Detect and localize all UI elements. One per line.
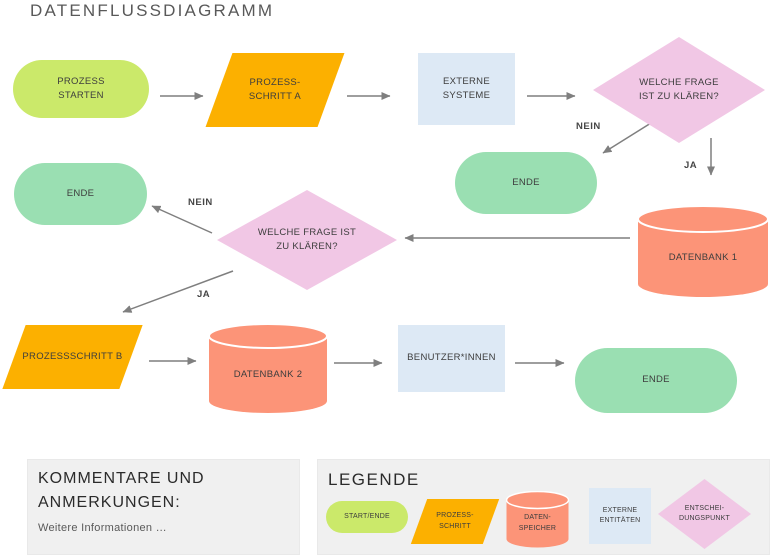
node-label: DATENBANK 2 (233, 369, 303, 381)
legend-label: PROZESS- (436, 512, 474, 520)
node-label: PROZESSSCHRITT B (22, 350, 123, 362)
legend-label: DATEN- (524, 514, 551, 522)
node-label: BENUTZER*INNEN (407, 352, 496, 364)
legend-label: EXTERNE (602, 506, 638, 514)
edge-label-ja-1: JA (684, 160, 698, 171)
flow-canvas: PROZESS STARTEN PROZESS- SCHRITT A EXTER… (2, 37, 769, 414)
node-label: IST ZU KLÄREN? (638, 91, 720, 102)
node-label: WELCHE FRAGE IST (257, 226, 357, 238)
flow-node-prozessschritt-b[interactable]: PROZESSSCHRITT B (2, 325, 143, 389)
edge-label-ja-2: JA (197, 289, 211, 300)
legend-item-entscheidungspunkt[interactable]: ENTSCHEI- DUNGSPUNKT (658, 479, 751, 549)
legend-label: START/ENDE (344, 512, 390, 520)
cylinder-shape (506, 491, 569, 548)
arrow-decision1-nein (602, 122, 652, 154)
node-label: EXTERNE SYSTEME (442, 75, 491, 101)
node-label: STARTEN (58, 90, 104, 101)
node-label: WELCHE FRAGE (639, 76, 719, 88)
legend-label: DUNGSPUNKT (678, 515, 730, 522)
flow-node-datenbank-1[interactable]: DATENBANK 1 (637, 205, 769, 298)
legend-item-datenspeicher[interactable]: DATEN- SPEICHER (506, 491, 569, 548)
arrow-decision2-nein (151, 205, 213, 234)
flow-arrows (122, 92, 715, 367)
comments-heading: KOMMENTARE UND ANMERKUNGEN: (38, 470, 205, 511)
edge-label-nein-2: NEIN (188, 197, 213, 208)
node-label: SCHRITT A (248, 91, 302, 102)
arrow-decision2-ja (122, 270, 234, 313)
flow-node-ende-left[interactable]: ENDE (14, 163, 147, 225)
flow-node-prozessschritt-a[interactable]: PROZESS- SCHRITT A (205, 53, 345, 127)
comments-panel: KOMMENTARE UND ANMERKUNGEN: Weitere Info… (27, 459, 300, 555)
flow-node-prozess-starten[interactable]: PROZESS STARTEN (13, 60, 149, 118)
node-label: ENDE (66, 187, 95, 199)
node-label: PROZESS- (249, 76, 301, 88)
cylinder-shape (208, 323, 328, 413)
legend-panel: LEGENDE START/ENDE PROZESS- SCHRITT DATE… (317, 459, 770, 555)
cylinder-shape (637, 205, 769, 297)
legend-heading: LEGENDE (328, 470, 420, 489)
legend-label: SCHRITT (439, 522, 471, 530)
legend-item-externe-entitaeten[interactable]: EXTERNE ENTITÄTEN (589, 488, 651, 544)
node-label: ENDE (512, 176, 540, 188)
flow-node-datenbank-2[interactable]: DATENBANK 2 (208, 323, 328, 414)
page-title: DATENFLUSSDIAGRAMM (30, 1, 275, 20)
node-label: DATENBANK 1 (668, 252, 738, 264)
legend-item-prozessschritt[interactable]: PROZESS- SCHRITT (410, 499, 500, 544)
comments-body: Weitere Informationen … (38, 522, 167, 534)
legend-label: ENTITÄTEN (599, 517, 641, 524)
edge-label-nein-1: NEIN (576, 121, 601, 132)
node-label: PROZESS (57, 75, 105, 87)
legend-item-start-ende[interactable]: START/ENDE (326, 501, 408, 533)
flow-node-externe-systeme[interactable]: EXTERNE SYSTEME (418, 53, 515, 125)
legend-label: ENTSCHEI- (684, 504, 725, 512)
node-label: ZU KLÄREN? (276, 241, 338, 252)
node-label: ENDE (642, 374, 670, 386)
flow-node-ende-bottom[interactable]: ENDE (575, 348, 737, 413)
flow-node-ende-mid[interactable]: ENDE (455, 152, 597, 214)
flow-node-benutzer-innen[interactable]: BENUTZER*INNEN (398, 325, 505, 392)
legend-label: SPEICHER (518, 524, 557, 532)
